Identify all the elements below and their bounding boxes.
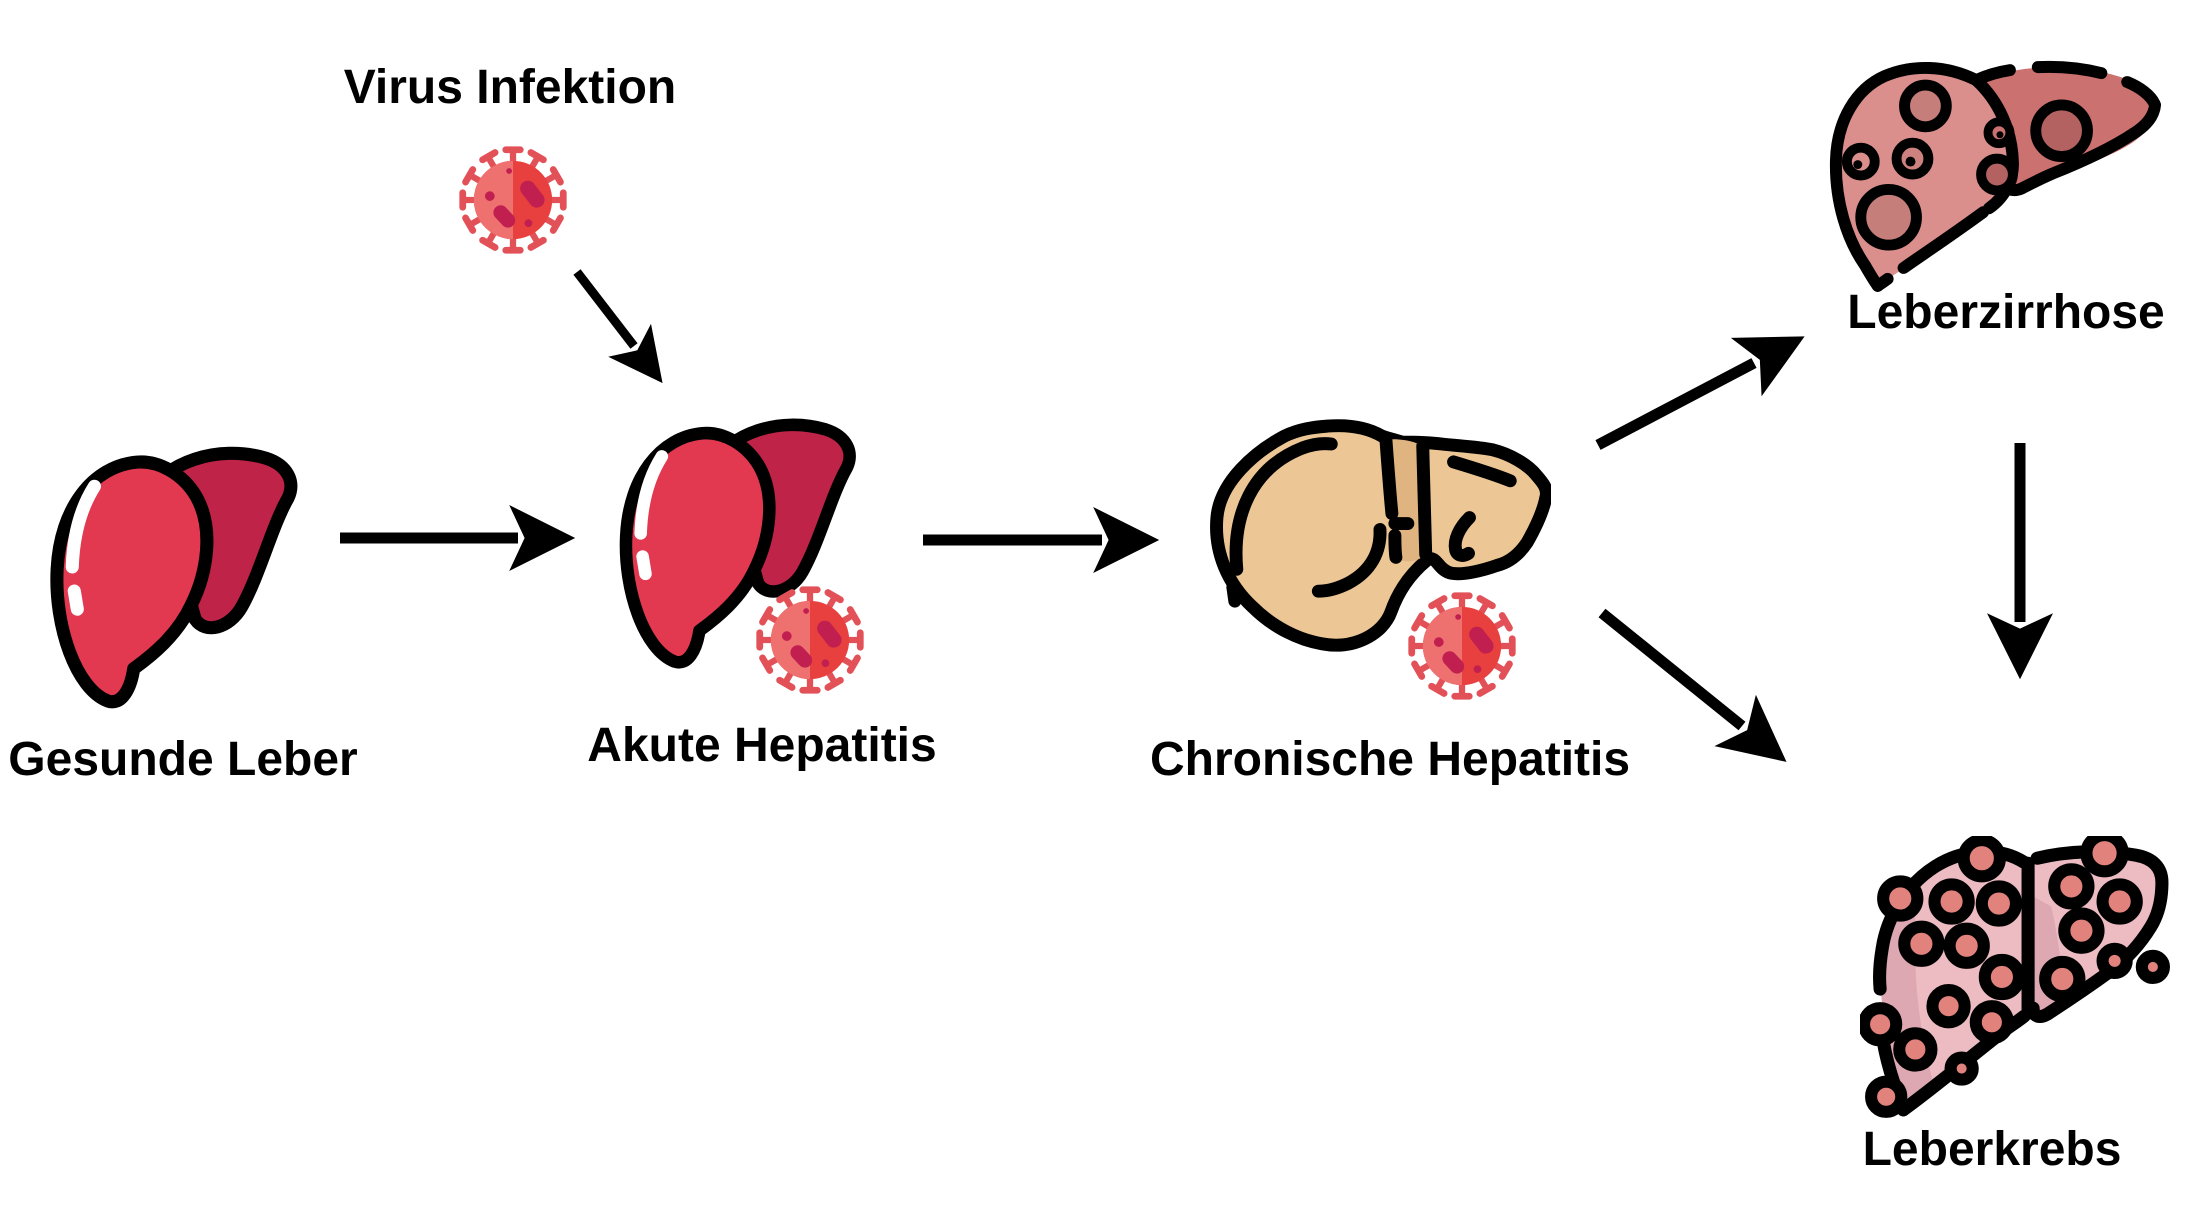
cirrhosis-liver-icon [1826,58,2164,292]
cirrhosis-label: Leberzirrhose [1847,286,2165,339]
virus-infection-label: Virus Infektion [343,61,677,114]
acute-hepatitis-label: Akute Hepatitis [587,719,937,772]
arrow-chronic-to-cirrhosis [1595,336,1805,450]
chronic-hepatitis-label: Chronische Hepatitis [1149,733,1631,786]
virus-icon [1404,588,1520,704]
healthy-liver-icon [36,442,308,714]
cancer-label: Leberkrebs [1862,1123,2122,1176]
arrow-chronic-to-cancer [1598,608,1787,762]
arrow-virus-to-acute [573,269,663,384]
virus-icon [455,142,571,258]
healthy-liver-label: Gesunde Leber [8,733,358,786]
cancer-liver-icon [1860,836,2172,1123]
virus-icon [752,582,868,698]
